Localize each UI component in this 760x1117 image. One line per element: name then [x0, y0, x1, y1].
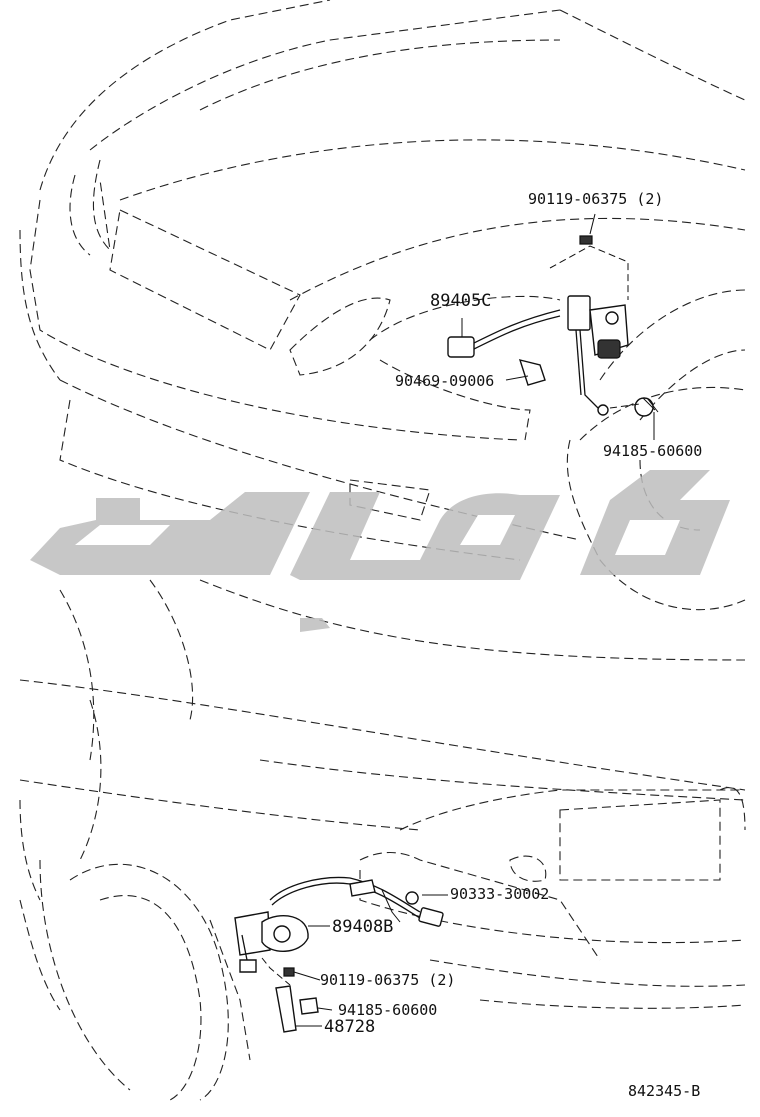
callout-89405c: 89405C — [430, 291, 491, 311]
upper-bracket — [567, 295, 591, 331]
lower-connector — [418, 907, 444, 927]
upper-bolt-icon — [579, 235, 593, 245]
lower-link-rod — [275, 985, 297, 1033]
callout-94185-60600-upper: 94185-60600 — [603, 442, 702, 460]
callout-90469-09006: 90469-09006 — [395, 372, 494, 390]
upper-clip — [518, 359, 546, 386]
callout-48728: 48728 — [324, 1017, 375, 1037]
callout-94185-60600-lower: 94185-60600 — [338, 1001, 437, 1019]
callout-89408b: 89408B — [332, 917, 393, 937]
lower-plug-icon — [405, 891, 419, 905]
upper-leaders — [461, 213, 655, 440]
upper-nut-icon — [634, 397, 654, 417]
callout-90333-30002: 90333-30002 — [450, 885, 549, 903]
lower-car-outline — [19, 579, 746, 1101]
upper-sensor-assembly — [447, 235, 659, 417]
upper-callouts: 90119-06375 (2) 89405C 90469-09006 94185… — [395, 190, 702, 460]
lower-leaders — [261, 889, 448, 1027]
callout-90119-06375-upper: 90119-06375 (2) — [528, 190, 663, 208]
watermark-logo — [30, 470, 730, 632]
lower-sensor-assembly — [234, 876, 444, 1033]
upper-connector — [447, 336, 475, 358]
lower-bolt-icon — [283, 967, 295, 977]
lower-callouts: 90333-30002 89408B 90119-06375 (2) 94185… — [320, 885, 549, 1037]
figure-code: 842345-B — [628, 1082, 700, 1100]
callout-90119-06375-lower: 90119-06375 (2) — [320, 971, 455, 989]
